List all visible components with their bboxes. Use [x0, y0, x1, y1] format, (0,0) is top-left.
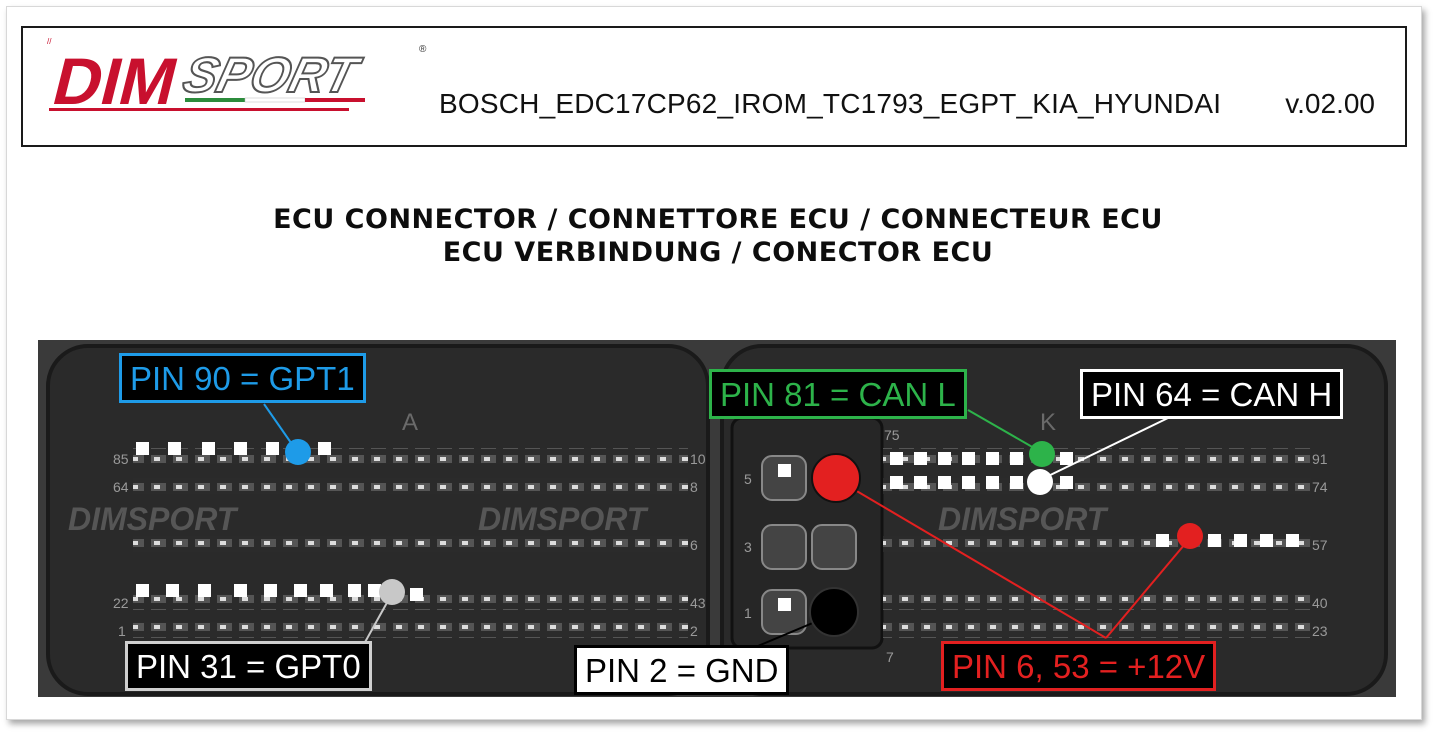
pin-number-power-3: 3 — [744, 539, 752, 555]
pin-number-64: 64 — [113, 479, 129, 495]
dimsport-logo: // DIM SPORT ® — [46, 37, 427, 119]
title-line-1: ECU CONNECTOR / CONNETTORE ECU / CONNECT… — [273, 204, 1163, 235]
pin-53-marker — [1177, 523, 1203, 549]
document-version: v.02.00 — [1285, 88, 1375, 119]
pin-2-marker — [809, 587, 859, 637]
pin-64-marker — [1027, 469, 1053, 495]
title-line-2: ECU VERBINDUNG / CONECTOR ECU — [442, 237, 994, 268]
brand-dim: DIM — [46, 45, 185, 119]
pin-number-6: 6 — [690, 537, 698, 553]
left-pin-rows — [133, 448, 688, 638]
pin-number-22: 22 — [113, 595, 129, 611]
document-code: BOSCH_EDC17CP62_IROM_TC1793_EGPT_KIA_HYU… — [439, 88, 1222, 119]
pin-number-23: 23 — [1312, 623, 1328, 639]
pin-number-power-1: 1 — [744, 605, 752, 621]
block-letter-a: A — [402, 409, 418, 436]
pin-number-40: 40 — [1312, 595, 1328, 611]
watermark-3: DIMSPORT — [938, 501, 1109, 537]
pin-number-10: 10 — [690, 451, 706, 467]
pin-number-power-5: 5 — [744, 471, 752, 487]
brand-sport: SPORT — [178, 47, 367, 103]
label-pin-64-can-h: PIN 64 = CAN H — [1080, 369, 1344, 419]
right-pin-rows — [883, 448, 1311, 638]
label-pin-90-gpt1: PIN 90 = GPT1 — [119, 353, 366, 403]
pin-number-7: 7 — [886, 649, 894, 665]
watermark-2: DIMSPORT — [478, 501, 649, 537]
marked-pins-markers — [136, 442, 1299, 611]
pin-number-8: 8 — [690, 479, 698, 495]
pin-number-91: 91 — [1312, 451, 1328, 467]
pin-number-74: 74 — [1312, 479, 1328, 495]
block-letter-k: K — [1040, 409, 1056, 436]
pin-90-marker — [285, 439, 311, 465]
label-pin-6-53-plus12v: PIN 6, 53 = +12V — [941, 641, 1217, 691]
pin-6-marker — [811, 453, 861, 503]
pin-number-2: 2 — [690, 623, 698, 639]
pin-number-43: 43 — [690, 595, 706, 611]
label-pin-31-gpt0: PIN 31 = GPT0 — [125, 641, 372, 691]
document-header: // DIM SPORT ® BOSCH_EDC17CP62_IROM_TC17… — [21, 26, 1407, 147]
watermark-1: DIMSPORT — [68, 501, 239, 537]
label-pin-2-gnd: PIN 2 = GND — [574, 645, 790, 695]
label-pin-81-can-l: PIN 81 = CAN L — [709, 369, 967, 419]
registered-mark: ® — [419, 44, 427, 55]
pin-81-marker — [1029, 441, 1055, 467]
pin-number-85: 85 — [113, 451, 129, 467]
svg-text://: // — [47, 37, 52, 46]
pin-number-1: 1 — [118, 623, 126, 639]
pin-31-marker — [379, 579, 405, 605]
pin-number-57: 57 — [1312, 537, 1328, 553]
pin-number-75: 75 — [884, 427, 900, 443]
